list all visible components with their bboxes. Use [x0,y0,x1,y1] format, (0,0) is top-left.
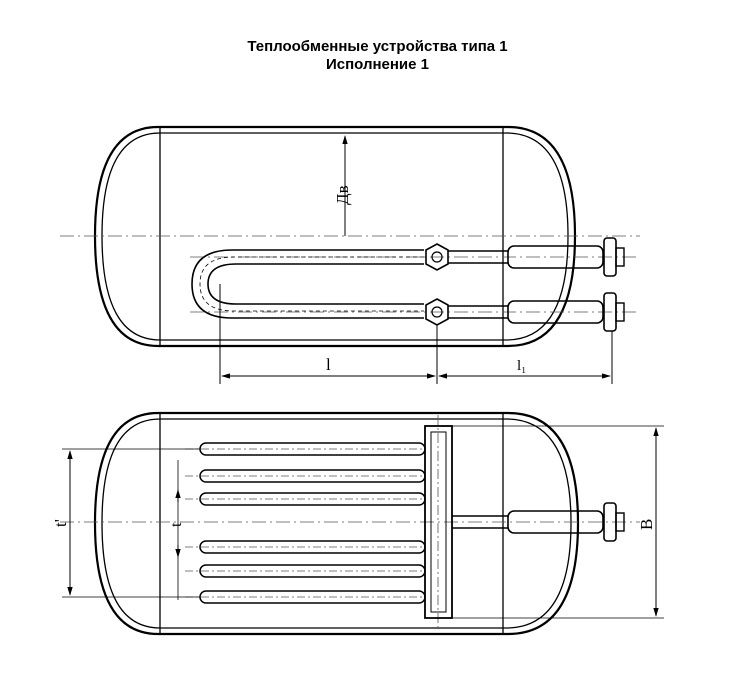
drawing-title: Теплообменные устройства типа 1 [247,38,508,55]
nut-upper [425,243,449,271]
bottom-vessel-inner [101,418,572,629]
tube-row [199,492,426,506]
nut-upper-hole [431,251,443,263]
length-out-label: l₁ [517,358,526,374]
drawing-subtitle: Исполнение 1 [325,56,430,73]
diameter-label: Дв [333,185,352,205]
u-tube-inner [207,263,424,305]
u-tube-outer [191,249,424,319]
nozzle-bottom [507,510,604,534]
tube-row [199,540,426,554]
tube-row [199,564,426,578]
pitch-label: t [168,522,185,527]
bottom-vessel-outer [93,411,580,636]
nozzle-upper [507,245,604,269]
top-vessel-outer [93,125,577,348]
tube-row [199,469,426,483]
pitch-total-label: t' [51,519,70,527]
top-vessel-inner [101,132,569,341]
top-view [60,125,640,384]
bottom-view [60,411,664,636]
nut-lower-hole [431,306,443,318]
length-label: l [326,355,331,374]
width-label: B [637,519,656,530]
nozzle-lower [507,300,604,324]
tube-rows [199,442,426,604]
tube-sheet [424,425,453,619]
u-tube-mid [199,256,424,312]
